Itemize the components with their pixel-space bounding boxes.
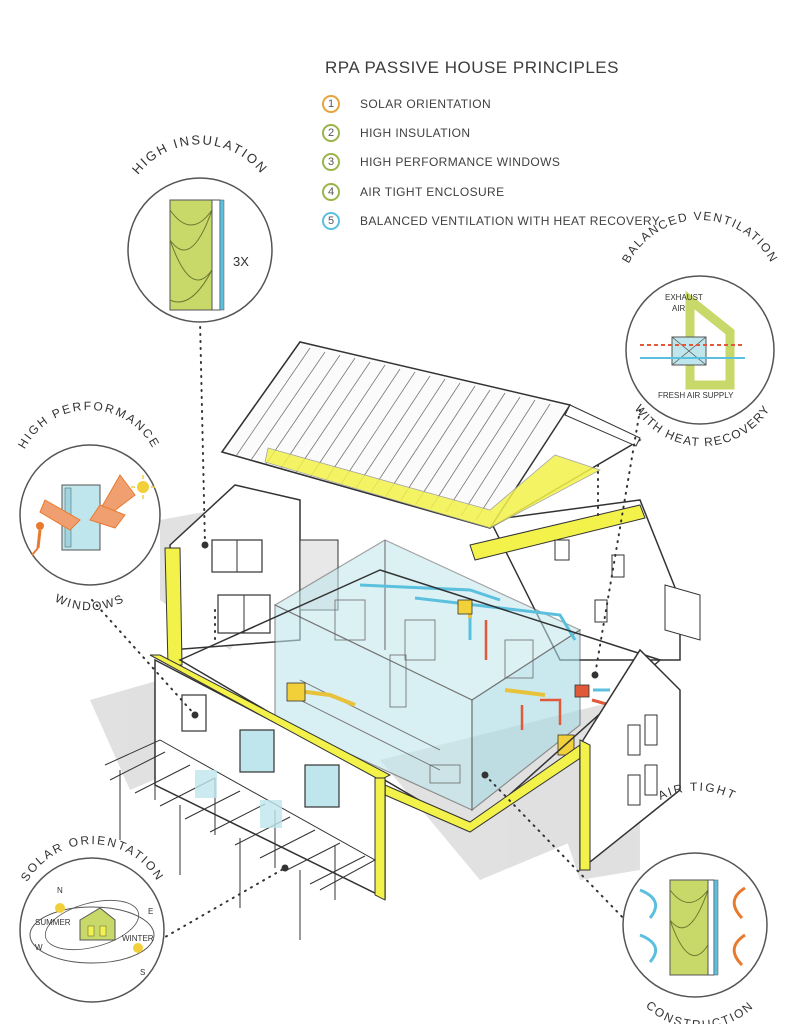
legend-label: HIGH PERFORMANCE WINDOWS — [360, 155, 561, 169]
callout-balanced-ventilation: EXHAUST AIR FRESH AIR SUPPLY BALANCED VE… — [619, 209, 781, 449]
legend-number: 4 — [322, 183, 340, 201]
fresh-air-supply-label: FRESH AIR SUPPLY — [658, 391, 734, 400]
legend-number: 2 — [322, 124, 340, 142]
callout-subtitle-windows: WINDOWS — [53, 591, 127, 613]
legend-item-air-tight-enclosure: 4 AIR TIGHT ENCLOSURE — [322, 181, 505, 203]
insulation-value: 3X — [233, 254, 249, 269]
leader-dots — [191, 541, 599, 872]
pergola — [104, 739, 377, 940]
exhaust-air-label: EXHAUST — [665, 293, 703, 302]
legend-number: 1 — [322, 95, 340, 113]
legend-number: 5 — [322, 212, 340, 230]
callout-air-tight-construction: AIR TIGHT CONSTRUCTION — [622, 780, 768, 1024]
glass-core — [273, 539, 611, 812]
callout-solar-orientation: N E S W SUMMER WINTER SOLAR ORIENTATION — [18, 833, 165, 1003]
compass-e: E — [148, 907, 153, 916]
compass-s: S — [140, 968, 145, 977]
roof — [220, 341, 642, 529]
compass-w: W — [35, 943, 43, 952]
right-wing-building — [579, 648, 681, 872]
exhaust-air-label-2: AIR — [672, 304, 686, 313]
callout-title-balanced-ventilation: BALANCED VENTILATION — [619, 209, 781, 265]
compass-n: N — [57, 886, 63, 895]
summer-label: SUMMER — [35, 918, 71, 927]
legend-label: HIGH INSULATION — [360, 126, 471, 140]
legend-label: AIR TIGHT ENCLOSURE — [360, 185, 505, 199]
winter-label: WINTER — [122, 934, 154, 943]
diagram-title: RPA PASSIVE HOUSE PRINCIPLES — [325, 58, 619, 77]
leader-lines — [91, 319, 641, 941]
callout-subtitle-construction: CONSTRUCTION — [643, 998, 756, 1024]
legend-item-high-insulation: 2 HIGH INSULATION — [322, 122, 470, 144]
callout-title-high-insulation: HIGH INSULATION — [129, 132, 271, 177]
legend-label: SOLAR ORIENTATION — [360, 97, 492, 111]
callout-title-high-performance: HIGH PERFORMANCE — [15, 399, 163, 451]
callout-high-performance-windows: HIGH PERFORMANCE WINDOWS — [15, 399, 163, 613]
legend-number: 3 — [322, 153, 340, 171]
front-wing-building — [149, 654, 392, 901]
right-back-wing-building — [469, 499, 701, 661]
legend-label: BALANCED VENTILATION WITH HEAT RECOVERY — [360, 214, 661, 228]
legend-item-balanced-ventilation: 5 BALANCED VENTILATION WITH HEAT RECOVER… — [322, 210, 660, 232]
legend-item-solar-orientation: 1 SOLAR ORIENTATION — [322, 93, 491, 115]
legend-item-high-performance-windows: 3 HIGH PERFORMANCE WINDOWS — [322, 151, 560, 173]
callout-high-insulation: 3X HIGH INSULATION — [127, 132, 273, 323]
